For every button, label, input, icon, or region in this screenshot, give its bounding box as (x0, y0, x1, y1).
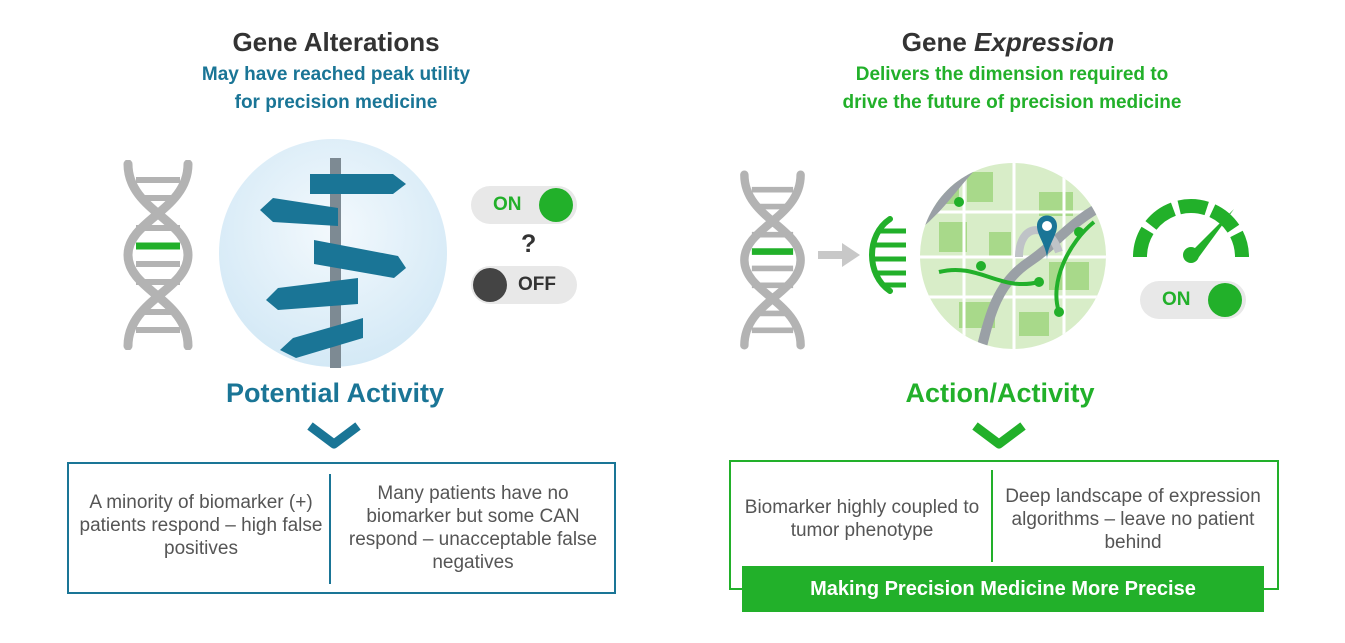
transcription-icon (869, 216, 906, 294)
right-subtitle-line2: drive the future of precision medicine (842, 92, 1182, 113)
right-title: Gene Expression (778, 27, 1238, 58)
question-mark: ? (521, 230, 537, 258)
on-toggle-knob (539, 188, 573, 222)
left-subtitle-line2: for precision medicine (234, 92, 438, 113)
left-title: Gene Alterations (232, 27, 440, 57)
right-subtitle: Delivers the dimension required to drive… (762, 61, 1262, 117)
right-heading: Action/Activity (905, 378, 1095, 408)
right-cell-1: Biomarker highly coupled to tumor phenot… (744, 497, 980, 541)
off-toggle: OFF (471, 266, 577, 304)
left-cell-2: Many patients have no biomarker but some… (348, 483, 598, 573)
arrow-right-icon (818, 243, 860, 267)
right-subtitle-line1: Delivers the dimension required to (855, 64, 1169, 85)
off-toggle-knob (473, 268, 507, 302)
right-divider (991, 470, 993, 562)
on-toggle: ON (1140, 281, 1246, 319)
on-toggle-label: ON (1162, 289, 1191, 310)
left-cell-1: A minority of biomarker (+) patients res… (79, 491, 323, 559)
on-toggle-label: ON (493, 194, 522, 215)
on-toggle: ON (471, 186, 577, 224)
dna-icon (740, 170, 805, 350)
right-title-plain: Gene (901, 27, 975, 57)
right-title-italic: Expression (974, 27, 1115, 57)
right-cell-2: Deep landscape of expression algorithms … (1005, 485, 1261, 553)
off-toggle-label: OFF (518, 274, 556, 295)
dna-icon (123, 160, 193, 350)
left-divider (329, 474, 331, 584)
signpost-icon (219, 139, 447, 368)
chevron-down-icon (307, 422, 361, 449)
on-toggle-knob (1208, 283, 1242, 317)
chevron-down-icon (972, 422, 1026, 449)
left-heading: Potential Activity (225, 378, 445, 408)
left-subtitle-line1: May have reached peak utility (201, 64, 471, 85)
map-icon (920, 163, 1106, 349)
left-info-box: A minority of biomarker (+) patients res… (67, 462, 616, 594)
precision-banner: Making Precision Medicine More Precise (742, 566, 1264, 612)
left-subtitle: May have reached peak utility for precis… (86, 61, 586, 117)
gauge-icon (1133, 199, 1249, 263)
